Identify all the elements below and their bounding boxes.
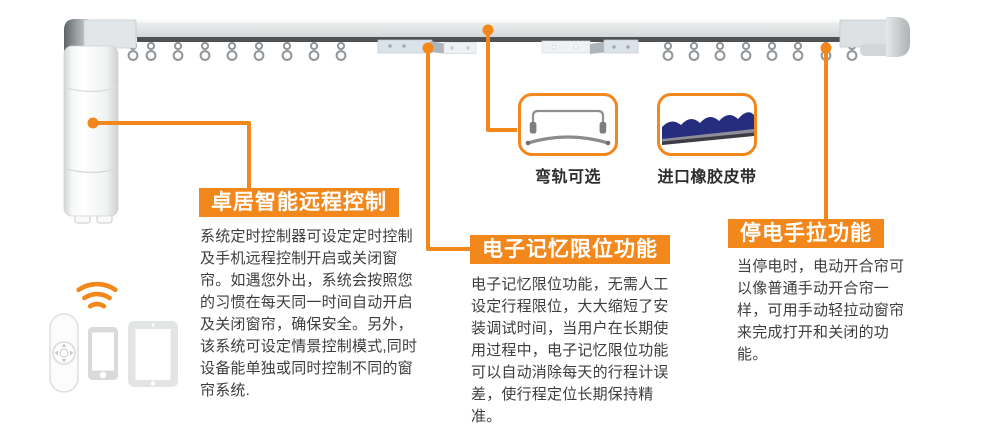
remote-control-icon <box>49 313 79 393</box>
connector-dots <box>87 24 832 129</box>
motor-unit <box>63 19 137 224</box>
curtain-rail <box>134 20 898 42</box>
callout-body-manual-pull: 当停电时，电动开合帘可 以像普通手动开合帘一 样，可用手动轻拉动窗帘 来完成打开… <box>737 258 905 363</box>
callout-title-remote-control: 卓居智能远程控制 <box>199 188 399 217</box>
curved-track-icon <box>525 109 611 146</box>
curved-track-caption: 弯轨可选 <box>534 169 601 186</box>
mounting-bracket-left <box>377 39 477 54</box>
callout-body-remote-control: 系统定时控制器可设定定时控制 及手机远程控制开启或关闭窗 帘。如遇您外出，系统会… <box>200 228 418 399</box>
smartphone-icon <box>88 327 118 380</box>
rubber-belt-caption: 进口橡胶皮带 <box>657 169 757 186</box>
callout-body-memory-limit: 电子记忆限位功能，无需人工 设定行程限位，大大缩短了安 装调试时间，当用户在长期… <box>471 276 669 425</box>
callout-title-manual-pull: 停电手拉功能 <box>728 219 884 248</box>
rubber-belt-feature-box <box>657 93 757 156</box>
tablet-icon <box>128 321 178 387</box>
callout-connectors <box>93 31 828 251</box>
wifi-signal-icon <box>76 281 118 309</box>
rubber-belt-icon <box>662 112 754 145</box>
mounting-bracket-right <box>541 39 639 54</box>
curved-track-feature-box <box>518 93 618 156</box>
rail-hooks <box>127 41 858 61</box>
rail-end-cap <box>839 17 910 57</box>
callout-title-memory-limit: 电子记忆限位功能 <box>470 235 670 264</box>
